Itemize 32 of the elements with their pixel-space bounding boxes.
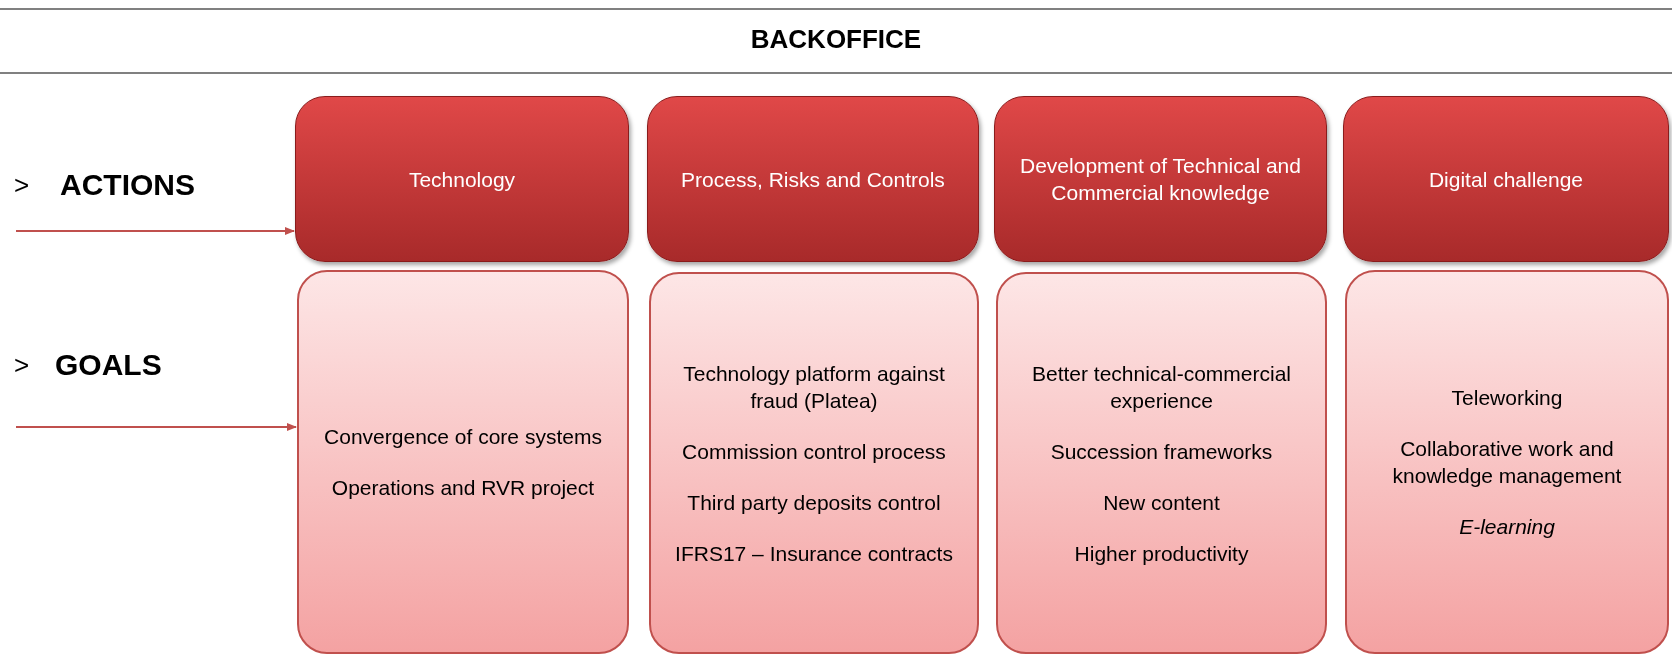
- goal-box: [1345, 270, 1669, 654]
- action-text: Process, Risks and Controls: [681, 166, 945, 193]
- goal-text: Commission control process: [682, 438, 946, 465]
- goal-text: Collaborative work and knowledge management: [1391, 436, 1623, 489]
- title: BACKOFFICE: [750, 24, 922, 54]
- goal-text: Better technical-commercial experience: [1030, 360, 1293, 414]
- goal-text: New content: [1103, 489, 1220, 516]
- goal-text: Teleworking: [1451, 385, 1563, 411]
- goal-text: Technology platform against fraud (Platea): [682, 360, 946, 414]
- action-text: Digital challenge: [1428, 166, 1584, 193]
- goal-text: E-learning: [1459, 514, 1555, 540]
- row-heading: GOALS: [55, 348, 162, 382]
- goal-text: Convergence of core systems: [324, 424, 602, 450]
- goal-box: [649, 272, 979, 654]
- action-box: [295, 96, 629, 262]
- chevron-mark: >: [14, 170, 30, 201]
- action-box: [1343, 96, 1669, 262]
- goal-text: Operations and RVR project: [331, 475, 595, 501]
- arrow: [15, 423, 297, 431]
- goal-text: IFRS17 – Insurance contracts: [675, 540, 953, 567]
- chevron-mark: >: [14, 350, 30, 381]
- goal-text: Succession frameworks: [1050, 438, 1273, 465]
- action-box: [647, 96, 979, 262]
- goal-text: Third party deposits control: [687, 489, 941, 516]
- action-text: Development of Technical and Commercial knowledge: [1019, 153, 1302, 206]
- action-box: [994, 96, 1327, 262]
- arrow: [15, 227, 295, 235]
- goal-box: [996, 272, 1327, 654]
- goal-box: [297, 270, 629, 654]
- goal-text: Higher productivity: [1074, 540, 1249, 567]
- action-text: Technology: [408, 166, 516, 193]
- row-heading: ACTIONS: [60, 168, 195, 202]
